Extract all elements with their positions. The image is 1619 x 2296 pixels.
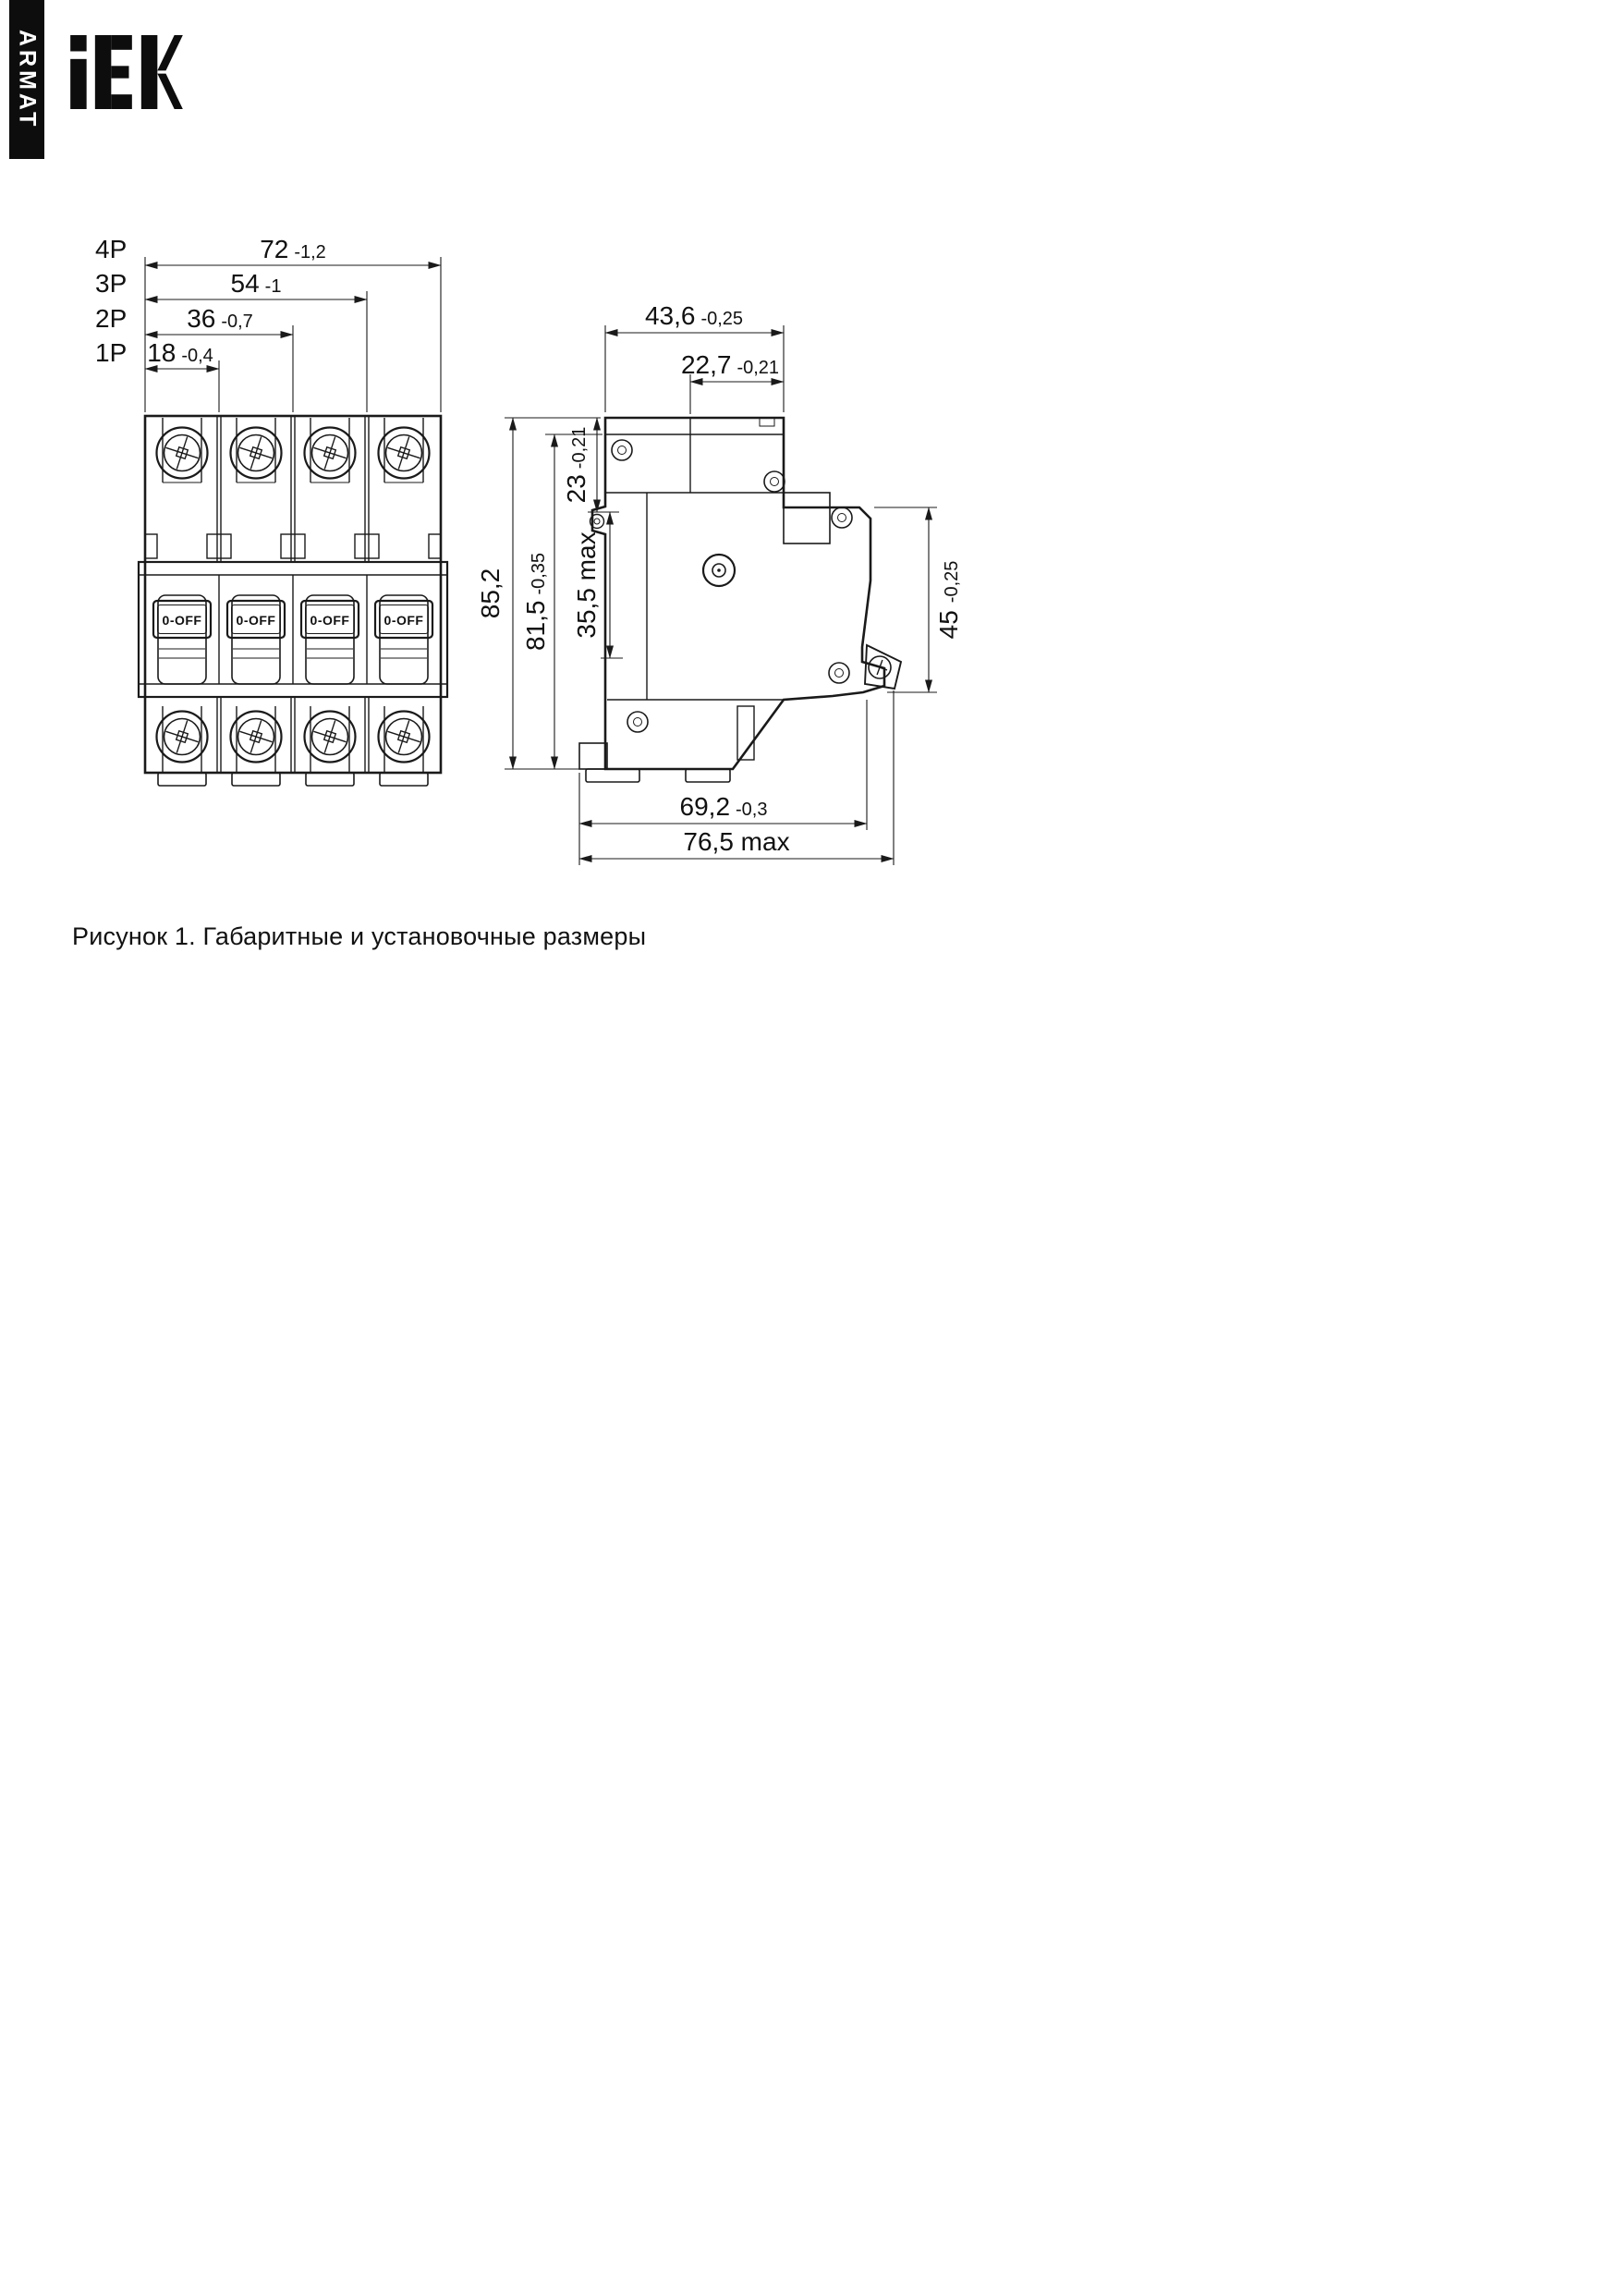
dim-692-text: 69,2-0,3 [680,792,768,821]
dim-4p-label: 4P [95,235,127,263]
front-width-dimensions [144,257,442,412]
technical-drawing: 0-OFF [95,235,963,865]
terminal-block [783,492,831,544]
side-view [578,416,903,783]
dim-765-text: 76,5 max [683,827,789,856]
height-dimensions [505,417,623,770]
dim-3p-text: 54-1 [231,269,282,298]
figure-caption: Рисунок 1. Габаритные и установочные раз… [72,922,647,950]
face-plate [137,560,449,699]
dim-45-text: 45-0,25 [934,561,963,640]
dim-436-text: 43,6-0,25 [645,301,743,330]
brand-sidebar-label: ARMAT [14,29,41,130]
dim-355-text: 35,5 max [572,531,601,638]
dim-1p-label: 1P [95,338,127,367]
iek-logo [70,35,183,114]
dim-3p-label: 3P [95,269,127,298]
latch-screw-icon [868,655,892,679]
iek-logo-mark [70,35,183,109]
side-right-dimension [874,507,937,693]
center-rivet-icon [701,553,736,588]
dim-2p-text: 36-0,7 [187,304,253,333]
dim-227-text: 22,7-0,21 [681,350,779,379]
dim-852-text: 85,2 [476,568,505,619]
front-body-outline [143,414,443,775]
dim-4p-text: 72-1,2 [260,235,326,263]
dim-1p-text: 18-0,4 [147,338,213,367]
rivet-icon [589,513,605,530]
side-bottom-dimensions [578,690,895,865]
dim-23-text: 23-0,21 [562,427,590,504]
side-body-outline [590,416,886,771]
side-top-dimensions [604,325,785,414]
din-clip [578,742,608,770]
front-view [137,414,449,786]
brand-sidebar: ARMAT [9,0,44,159]
din-latch [864,643,903,690]
dim-2p-label: 2P [95,304,127,333]
dim-815-text: 81,5-0,35 [521,553,550,651]
